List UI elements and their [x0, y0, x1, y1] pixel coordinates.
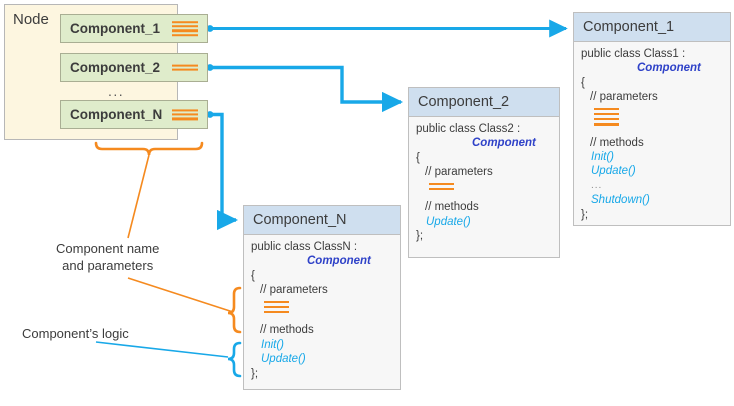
class-box-header: Component_1 [574, 13, 730, 42]
parameter-bars-icon [264, 300, 400, 314]
chip-label: Component_N [70, 107, 163, 122]
class-box-component-2[interactable]: Component_2 public class Class2 : Compon… [408, 87, 560, 258]
method-name: Update() [261, 353, 306, 366]
connector-component-2 [206, 64, 404, 113]
method-name: Init() [591, 150, 614, 163]
class-box-header: Component_2 [409, 88, 559, 117]
class-box-component-n[interactable]: Component_N public class ClassN : Compon… [243, 205, 401, 390]
annotation-line-2: and parameters [62, 258, 154, 273]
parameter-bars-icon [172, 64, 198, 71]
class-box-body: public class ClassN : Component { // par… [244, 235, 400, 387]
node-ellipsis: ... [108, 83, 125, 99]
close-brace: }; [416, 230, 424, 243]
methods-comment: // methods [425, 201, 479, 214]
node-title: Node [13, 11, 49, 28]
parameters-comment: // parameters [260, 284, 328, 297]
open-brace: { [251, 269, 255, 282]
node-component-chip-2[interactable]: Component_2 [60, 53, 208, 82]
close-brace: }; [581, 208, 589, 221]
leader-logic-to-box [95, 341, 242, 378]
base-class-name: Component [472, 137, 536, 150]
class-box-body: public class Class2 : Component { // par… [409, 117, 559, 250]
class-declaration: public class ClassN : [251, 241, 358, 253]
class-declaration: public class Class2 : [416, 123, 521, 135]
spacer [416, 193, 559, 200]
connector-component-n [206, 111, 239, 231]
class-box-body: public class Class1 : Component { // par… [574, 42, 730, 228]
chip-label: Component_1 [70, 21, 161, 36]
annotation-component-logic: Component’s logic [22, 326, 129, 341]
open-brace: { [416, 151, 420, 164]
connector-component-1 [206, 19, 568, 38]
parameter-bars-icon [172, 20, 198, 37]
parameter-bars-icon [594, 107, 730, 126]
chip-label: Component_2 [70, 60, 161, 75]
spacer [251, 316, 400, 323]
brace-component-name-params [94, 141, 204, 239]
spacer [581, 129, 730, 136]
annotation-line-1: Component name [56, 241, 160, 256]
methods-comment: // methods [590, 136, 644, 149]
methods-comment: // methods [260, 324, 314, 337]
parameter-bars-icon [429, 182, 559, 191]
method-name: Update() [426, 215, 471, 228]
parameters-comment: // parameters [425, 166, 493, 179]
parameters-comment: // parameters [590, 91, 658, 104]
open-brace: { [581, 76, 585, 89]
leader-params-to-box [127, 277, 242, 334]
node-component-chip-1[interactable]: Component_1 [60, 14, 208, 43]
annotation-component-name-params: Component name and parameters [56, 240, 159, 274]
class-box-component-1[interactable]: Component_1 public class Class1 : Compon… [573, 12, 731, 226]
method-name: Shutdown() [591, 194, 650, 207]
method-name: Update() [591, 165, 636, 178]
class-box-header: Component_N [244, 206, 400, 235]
class-declaration: public class Class1 : [581, 48, 686, 60]
method-name: Init() [261, 338, 284, 351]
parameter-bars-icon [172, 108, 198, 121]
methods-ellipsis: ... [591, 179, 603, 191]
node-component-chip-n[interactable]: Component_N [60, 100, 208, 129]
close-brace: }; [251, 367, 259, 380]
base-class-name: Component [307, 255, 371, 268]
base-class-name: Component [637, 62, 701, 75]
